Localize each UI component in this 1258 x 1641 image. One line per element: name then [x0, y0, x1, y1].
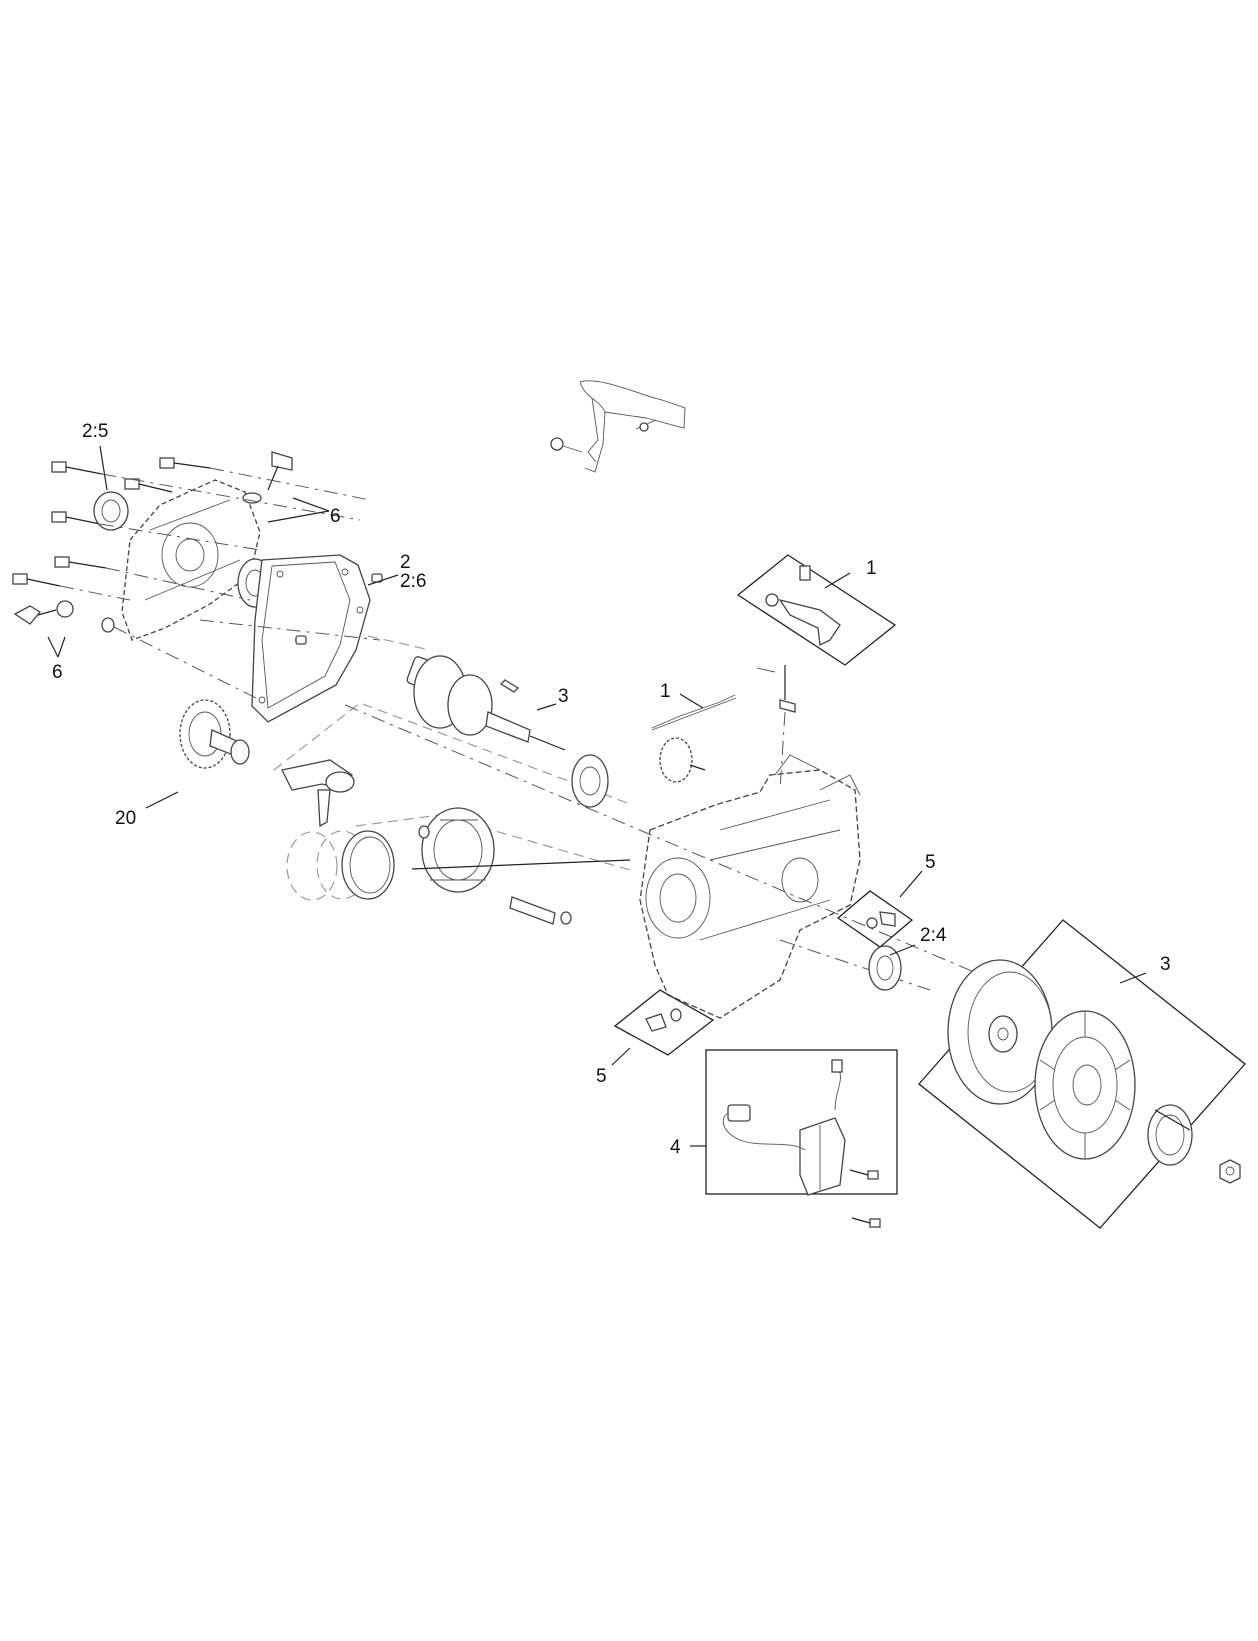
oil-seal-icon: [868, 945, 902, 991]
engine-block-icon: [639, 754, 861, 1019]
bolt-icon: [12, 573, 61, 587]
governor-shaft-icon: [756, 665, 796, 791]
governor-gear-icon: [659, 737, 706, 783]
callout-6-top: 6: [330, 506, 341, 527]
bolt-icon: [851, 1217, 881, 1228]
fastener-box-right: [836, 890, 914, 948]
governor-spring-icon: [651, 694, 737, 731]
callout-2: 2: [400, 552, 411, 573]
fastener-box-left: [613, 989, 715, 1056]
callout-20: 20: [115, 808, 136, 829]
callout-2-6: 2:6: [400, 571, 426, 592]
connecting-rod-icon: [281, 759, 355, 828]
bolt-icon: [51, 511, 101, 525]
crankcase-cover-icon: [121, 479, 261, 641]
callout-2-4: 2:4: [920, 925, 947, 946]
flywheel-nut-icon: [1219, 1159, 1241, 1184]
cooling-fan-icon: [1034, 1010, 1136, 1160]
governor-arm-icon: [765, 565, 841, 646]
piston-icon: [421, 807, 495, 893]
camshaft-gear-icon: [179, 699, 250, 769]
callout-2-5: 2:5: [82, 421, 108, 442]
flywheel-box: [918, 919, 1246, 1229]
bracket-icon: [550, 380, 686, 473]
piston-pin-icon: [418, 825, 572, 925]
starter-cup-icon: [1147, 1104, 1193, 1166]
callout-5-right: 5: [925, 852, 936, 873]
governor-arm-box: [736, 554, 897, 666]
crankshaft-icon: [367, 635, 566, 751]
callout-6-bottom: 6: [52, 662, 63, 683]
callout-3-crankshaft: 3: [558, 686, 569, 707]
ignition-coil-box: [705, 1049, 898, 1228]
bolt-icon: [159, 457, 211, 469]
leader-lines: [47, 445, 1147, 1147]
callout-4: 4: [670, 1137, 681, 1158]
dipstick-icon: [13, 600, 115, 633]
dowel-pin-icon: [295, 573, 383, 645]
callout-1-wire: 1: [660, 681, 671, 702]
callout-3-flywheel: 3: [1160, 954, 1171, 975]
oil-seal-icon: [93, 491, 129, 531]
ignition-coil-icon: [722, 1059, 846, 1196]
callout-1-governor-arm: 1: [866, 558, 877, 579]
bolts-group: [12, 457, 211, 587]
bolt-icon: [51, 461, 103, 475]
bolt-icon: [849, 1169, 879, 1180]
bearing-icon: [571, 754, 609, 808]
gasket-icon: [251, 554, 371, 723]
bolt-icon: [54, 556, 107, 569]
piston-ring-icon: [286, 830, 395, 901]
assembly-lines: [59, 467, 381, 701]
callout-5-left: 5: [596, 1066, 607, 1087]
drain-plug-icon: [242, 451, 293, 504]
